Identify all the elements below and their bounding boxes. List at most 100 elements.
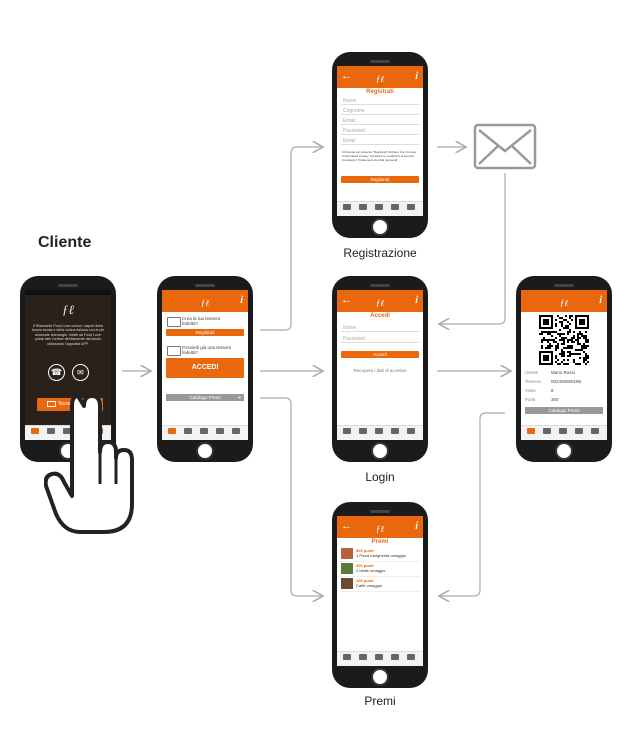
prize-item[interactable]: 100 punti Caffè omaggio (340, 577, 420, 592)
card-icon (167, 317, 181, 327)
phone-login: ← i ƒℓ Accedi Nome Password Accedi Recup… (332, 276, 428, 462)
register-submit-button[interactable]: Registrati (341, 176, 419, 183)
phone-premi: ← i ƒℓ Premi 800 punti 1 Pizza margherit… (332, 502, 428, 688)
tab-bar (337, 651, 423, 666)
card-icon (46, 400, 56, 407)
card-screen: i ƒℓ Utente Mario Rossi Tessera 00240000… (521, 290, 607, 440)
splash-body-text: Il Ristorante Food Love unisce i sapori … (31, 324, 105, 346)
register-title: Registrati (366, 89, 394, 95)
surname-field[interactable]: Cognome (341, 107, 419, 115)
terms-text: Cliccando sul pulsante "Registrati" dich… (342, 150, 417, 162)
phone-splash: ƒℓ Il Ristorante Food Love unisce i sapo… (20, 276, 116, 462)
name-field[interactable]: Nome (341, 97, 419, 105)
home-button[interactable] (371, 668, 389, 686)
prize-name: Caffè omaggio (356, 583, 382, 588)
info-icon[interactable]: i (599, 295, 602, 306)
app-header: i ƒℓ (162, 290, 248, 312)
prize-thumbnail (341, 563, 353, 574)
home-button[interactable] (555, 442, 573, 460)
login-button[interactable]: Accedi (341, 351, 419, 358)
app-header: ← i ƒℓ (337, 516, 423, 538)
info-icon[interactable]: i (415, 295, 418, 306)
tab-bar (337, 425, 423, 440)
mail-icon[interactable]: ✉ (72, 364, 89, 381)
back-arrow-icon[interactable]: ← (341, 70, 352, 82)
tab-bar (521, 425, 607, 440)
points-label: Punti (525, 397, 536, 402)
prize-thumbnail (341, 578, 353, 589)
app-header: i ƒℓ (521, 290, 607, 312)
registrazione-label: Registrazione (343, 246, 417, 260)
splash-screen: ƒℓ Il Ristorante Food Love unisce i sapo… (25, 290, 111, 440)
arrow-home-to-premi (260, 397, 322, 596)
arrow-right-icon: ➜ (237, 395, 241, 400)
login-title: Accedi (370, 313, 390, 319)
card-number-label: Tessera (525, 379, 541, 384)
prize-points: 100 punti (356, 578, 374, 583)
home-screen: i ƒℓ Crea la tua tessera fedeltà? Regist… (162, 290, 248, 440)
prize-points: 300 punti (356, 563, 374, 568)
phone-card: i ƒℓ Utente Mario Rossi Tessera 00240000… (516, 276, 612, 462)
restaurant-logo: ƒℓ (559, 298, 569, 308)
card-number-value: 002400000196 (551, 379, 582, 384)
restaurant-logo: ƒℓ (375, 524, 385, 534)
email-confirm-field[interactable]: Email (341, 137, 419, 145)
prize-item[interactable]: 300 punti 2 bibite omaggio (340, 562, 420, 577)
back-arrow-icon[interactable]: ← (341, 520, 352, 532)
home-button[interactable] (196, 442, 214, 460)
prize-name: 2 bibite omaggio (356, 568, 386, 573)
tab-bar (162, 425, 248, 440)
catalog-button[interactable]: Catalogo Premi (525, 407, 603, 414)
tab-bar (337, 201, 423, 216)
restaurant-logo: ƒℓ (62, 302, 74, 317)
restaurant-logo: ƒℓ (375, 298, 385, 308)
home-button[interactable] (371, 442, 389, 460)
diagram-title: Cliente (38, 234, 92, 251)
info-icon[interactable]: i (240, 295, 243, 306)
prize-points: 800 punti (356, 548, 374, 553)
catalog-label: Catalogo Premi (189, 395, 221, 400)
status-bar (25, 290, 111, 295)
recover-link[interactable]: Recupera i dati di accesso (353, 368, 407, 373)
own-card-text: Possiedi già una tessera fedeltà? (182, 345, 232, 355)
premi-title: Premi (371, 539, 389, 545)
prize-name: 1 Pizza margherita omaggio (356, 553, 406, 558)
card-icon (167, 346, 181, 356)
restaurant-logo: ƒℓ (200, 298, 210, 308)
user-label: Utente (525, 370, 539, 375)
visits-value: 8 (551, 388, 554, 393)
back-arrow-icon[interactable]: ← (341, 294, 352, 306)
premi-label: Premi (364, 694, 396, 708)
create-card-text: Crea la tua tessera fedeltà? (182, 316, 221, 326)
phone-home: i ƒℓ Crea la tua tessera fedeltà? Regist… (157, 276, 253, 462)
visits-label: Visite (525, 388, 536, 393)
register-screen: ← i ƒℓ Registrati Nome Cognome Email Pas… (337, 66, 423, 216)
register-button[interactable]: Registrati (166, 329, 244, 336)
catalog-button[interactable]: Catalogo Premi ➜ (166, 394, 244, 401)
login-label: Login (365, 470, 395, 484)
prize-item[interactable]: 800 punti 1 Pizza margherita omaggio (340, 547, 420, 562)
arrow-home-to-register (260, 147, 322, 331)
arrow-card-to-premi (440, 412, 505, 596)
premi-screen: ← i ƒℓ Premi 800 punti 1 Pizza margherit… (337, 516, 423, 666)
login-screen: ← i ƒℓ Accedi Nome Password Accedi Recup… (337, 290, 423, 440)
app-header: ← i ƒℓ (337, 66, 423, 88)
password-field[interactable]: Password (341, 127, 419, 135)
app-header: ← i ƒℓ (337, 290, 423, 312)
name-field[interactable]: Nome (341, 324, 419, 332)
password-field[interactable]: Password (341, 335, 419, 343)
restaurant-logo: ƒℓ (375, 74, 385, 84)
user-value: Mario Rossi (551, 370, 575, 375)
home-button[interactable] (371, 218, 389, 236)
phone-icon[interactable]: ☎ (48, 364, 65, 381)
info-icon[interactable]: i (415, 521, 418, 532)
info-icon[interactable]: i (415, 71, 418, 82)
prize-thumbnail (341, 548, 353, 559)
email-field[interactable]: Email (341, 117, 419, 125)
points-value: 300 (551, 397, 559, 402)
hand-pointer-icon (44, 394, 134, 534)
mail-envelope-icon (473, 123, 537, 170)
qr-code (539, 315, 589, 365)
accedi-button[interactable]: ACCEDI (166, 358, 244, 378)
